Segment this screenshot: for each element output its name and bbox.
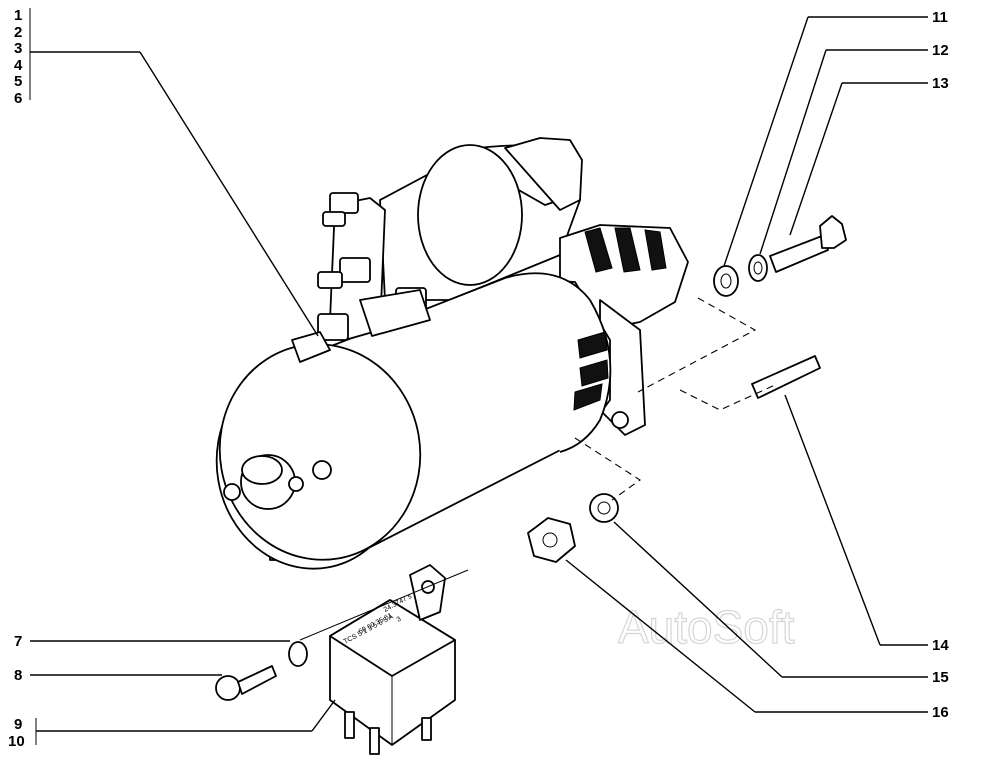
hex-nut — [527, 517, 576, 563]
flat-washer-hole — [720, 273, 732, 289]
terminal-nut-top — [329, 192, 359, 214]
callout-1: 1 — [14, 7, 22, 24]
callout-7: 7 — [14, 633, 22, 650]
callout-3: 3 — [14, 40, 22, 57]
terminal-nut-top-2 — [322, 211, 346, 227]
watermark: AutoSoft — [618, 601, 795, 653]
leader-11 — [723, 16, 809, 267]
bolt-head — [819, 215, 847, 249]
leader-9-10 — [311, 699, 336, 732]
callout-10: 10 — [8, 733, 25, 750]
nose-rib-2 — [614, 227, 641, 273]
lock-washer — [589, 493, 619, 523]
leader-16 — [565, 559, 756, 713]
relay-pin-2 — [369, 727, 380, 755]
leader-12 — [759, 49, 827, 255]
rear-screw — [223, 483, 241, 501]
callout-6: 6 — [14, 90, 22, 107]
nose-rib-1 — [584, 227, 613, 273]
hex-nut-hole — [542, 532, 558, 548]
assembly-line-3 — [574, 437, 641, 501]
callout-12: 12 — [932, 42, 949, 59]
stud — [751, 355, 821, 399]
rear-screw-2 — [288, 476, 304, 492]
relay-screw-head — [215, 675, 241, 701]
starter-motor — [215, 137, 689, 570]
relay-pin-1 — [344, 711, 355, 739]
solenoid-housing — [504, 137, 583, 211]
relay-assembly-line — [299, 569, 469, 641]
leader-14 — [784, 394, 881, 646]
relay-washer — [288, 641, 308, 667]
assembly-line-2 — [679, 384, 776, 411]
solenoid-ring — [417, 144, 523, 286]
band-1 — [577, 331, 608, 359]
nose-rib-3 — [644, 229, 667, 271]
callout-16: 16 — [932, 704, 949, 721]
callout-2: 2 — [14, 24, 22, 41]
callout-14: 14 — [932, 637, 949, 654]
lock-washer-hole — [597, 501, 611, 515]
leader-1-6 — [139, 51, 319, 337]
motor-end-ring — [504, 272, 612, 453]
callout-11: 11 — [932, 9, 948, 26]
relay-text-2: 3 — [396, 616, 403, 624]
terminal-stud-middle — [317, 271, 343, 289]
bolt-shank — [769, 235, 829, 273]
rear-bearing-top — [241, 455, 283, 485]
callout-9: 9 — [14, 716, 22, 733]
terminal-tab — [291, 331, 331, 363]
terminal-nut-lower — [317, 313, 349, 341]
callout-4: 4 — [14, 57, 23, 74]
band-3 — [573, 383, 603, 411]
leader-13 — [789, 82, 843, 236]
rear-nut — [312, 460, 332, 480]
relay-screw-shank — [237, 665, 277, 695]
relay: 24.3747 s 3 60 60 35 61 TCS 5 1 3 5 6 5 … — [329, 564, 456, 755]
flat-washer — [713, 265, 739, 297]
assembly-line-1 — [637, 297, 757, 393]
spring-washer — [748, 254, 768, 282]
relay-top — [329, 599, 456, 677]
callout-13: 13 — [932, 75, 949, 92]
spring-washer-hole — [753, 261, 763, 275]
callout-8: 8 — [14, 667, 22, 684]
flange-hole — [611, 411, 629, 429]
band-2 — [579, 359, 609, 387]
terminal-nut-middle — [339, 257, 371, 283]
relay-pin-3 — [421, 717, 432, 741]
callout-15: 15 — [932, 669, 949, 686]
leader-15 — [613, 521, 783, 678]
callout-5: 5 — [14, 73, 22, 90]
terminal-strap — [359, 289, 431, 337]
